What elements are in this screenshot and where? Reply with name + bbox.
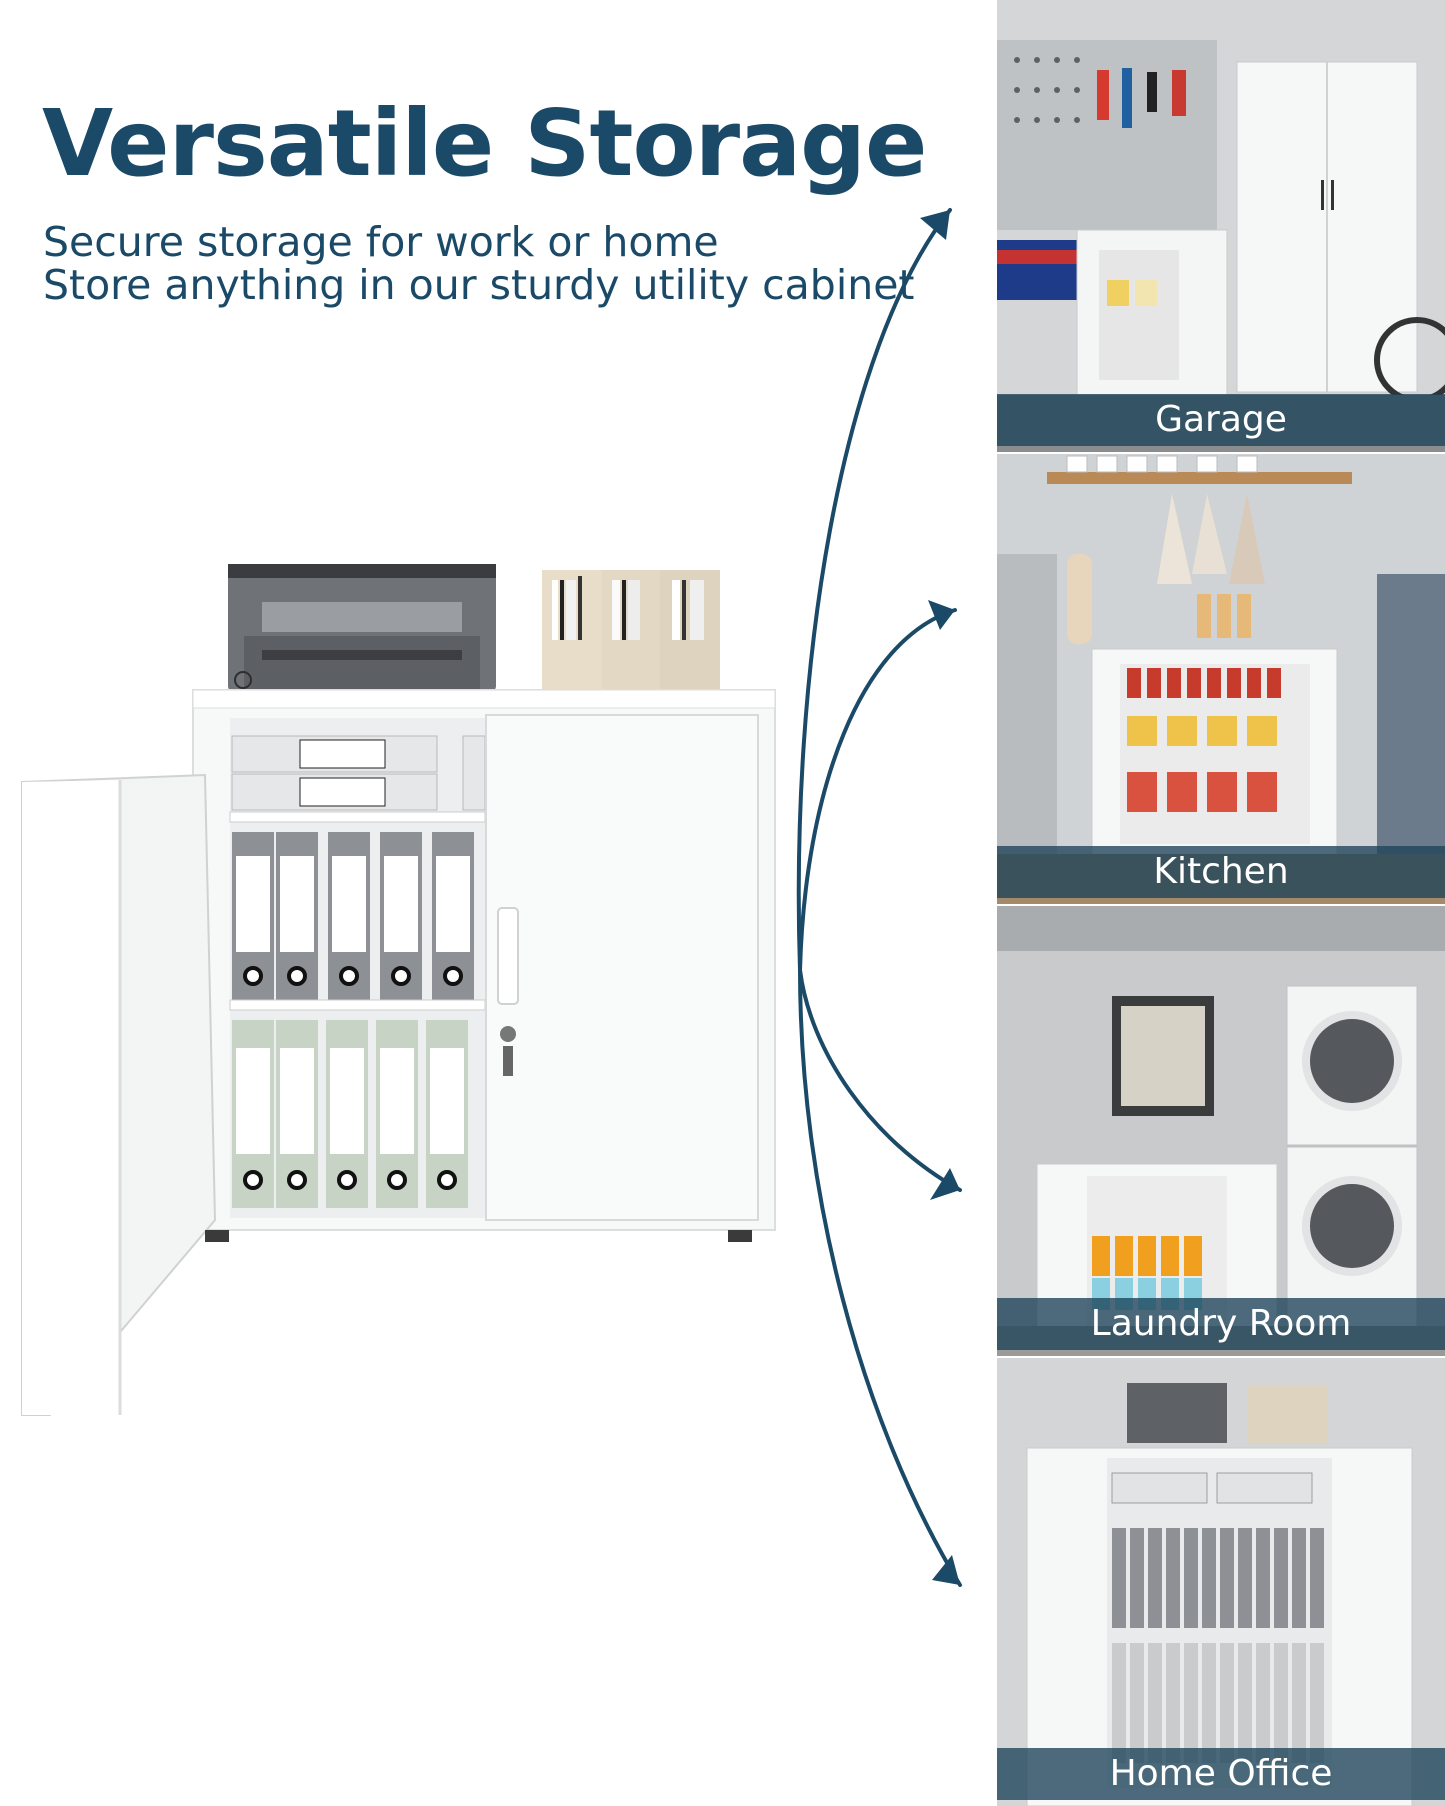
office-photo: [997, 1358, 1445, 1806]
arrowhead-icon: [920, 210, 950, 240]
magazine-holder-icon: [542, 570, 720, 692]
scene-label-garage: Garage: [997, 394, 1445, 446]
scene-panel-office: Home Office: [997, 1358, 1445, 1806]
cabinet-illustration: [21, 564, 776, 1416]
arrow-to-kitchen: [798, 608, 957, 972]
scene-panel-laundry: Laundry Room: [997, 906, 1445, 1356]
scene-panel-kitchen: Kitchen: [997, 454, 1445, 904]
subtitle-line-1: Secure storage for work or home: [43, 218, 719, 266]
page-title: Versatile Storage: [42, 90, 927, 197]
binders-row-grey: [232, 832, 474, 1000]
scene-label-laundry: Laundry Room: [997, 1298, 1445, 1350]
scene-panel-garage: Garage: [997, 0, 1445, 452]
garage-photo: [997, 0, 1445, 452]
connector-arrows: [796, 208, 962, 1587]
kitchen-photo: [997, 454, 1445, 904]
lock-icon: [500, 1026, 516, 1076]
arrowhead-icon: [930, 1168, 960, 1200]
arrow-to-laundry: [798, 968, 962, 1192]
scene-label-office: Home Office: [997, 1748, 1445, 1800]
subtitle-line-2: Store anything in our sturdy utility cab…: [43, 261, 915, 309]
printer-icon: [228, 564, 496, 692]
arrowhead-icon: [928, 600, 955, 630]
arrow-to-garage: [796, 208, 952, 972]
arrow-to-office: [798, 968, 962, 1587]
laundry-photo: [997, 906, 1445, 1356]
arrowhead-icon: [932, 1555, 960, 1585]
scene-label-kitchen: Kitchen: [997, 846, 1445, 898]
binders-row-green: [232, 1020, 468, 1208]
